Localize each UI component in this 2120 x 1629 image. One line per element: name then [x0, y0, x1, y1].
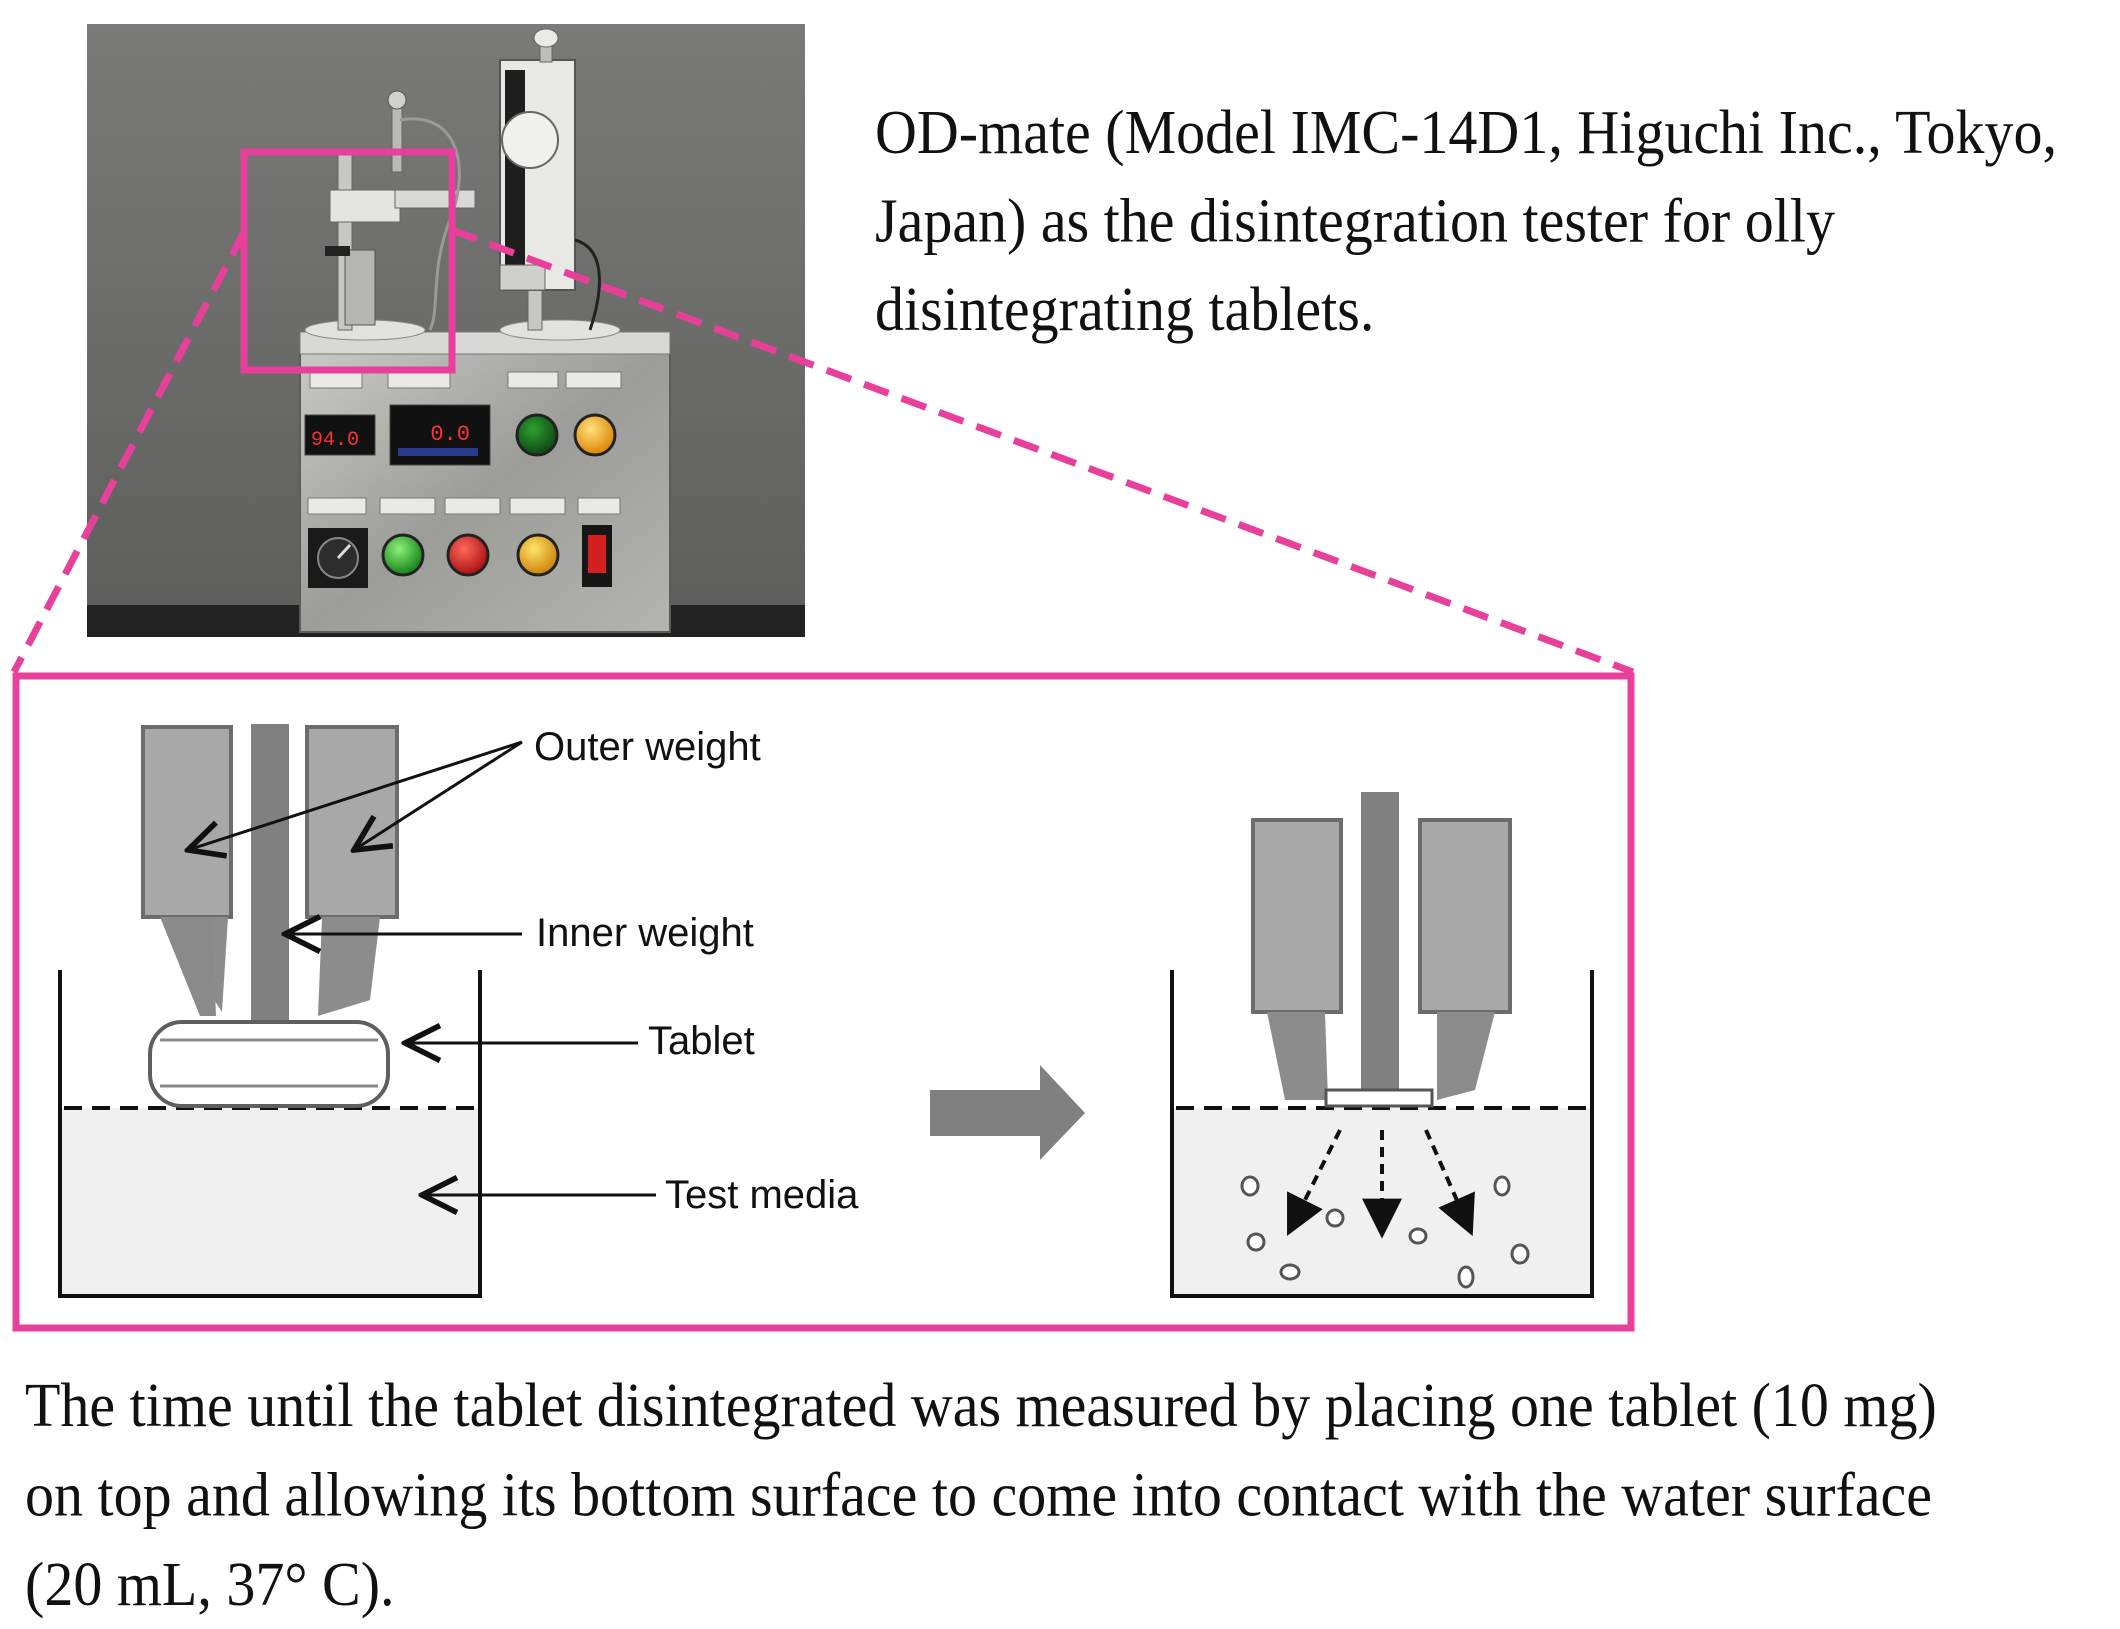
schematic-after — [1170, 792, 1594, 1298]
outer-weight-left — [141, 725, 233, 1016]
speed-display: 94.0 — [304, 414, 376, 456]
tablet-remnant — [1324, 1088, 1434, 1108]
start-button — [381, 533, 425, 577]
power-switch — [582, 525, 612, 587]
photo-highlight-box — [240, 148, 456, 374]
panel-top-labels — [309, 371, 622, 389]
device-caption: OD-mate (Model IMC-14D1, Higuchi Inc., T… — [875, 96, 2058, 344]
transition-arrow — [930, 1065, 1085, 1160]
svg-text:0.0: 0.0 — [430, 422, 470, 447]
schematic-before: Outer weight Inner weight Tablet Test me… — [58, 724, 859, 1298]
inner-weight — [251, 724, 289, 1024]
particles — [1240, 1175, 1530, 1289]
outer-weight-leader-b — [354, 740, 523, 850]
dispersal-arrow-left — [1287, 1129, 1342, 1236]
inner-weight-label: Inner weight — [536, 911, 754, 955]
method-caption-line-3: (20 mL, 37° C). — [25, 1549, 395, 1620]
dispersal-arrow-right — [1424, 1129, 1475, 1237]
outer-weight-right-after — [1418, 818, 1512, 1100]
reset-button — [516, 533, 560, 577]
beaker-right — [1170, 970, 1594, 1298]
tester-photo: 94.0 0.0 — [87, 24, 805, 637]
beaker-left — [58, 970, 482, 1298]
outer-weight-leader-a — [188, 740, 523, 850]
tablet — [148, 1020, 390, 1108]
stop-button — [446, 533, 490, 577]
display-lamp — [573, 413, 617, 457]
panel-bottom-labels — [307, 497, 621, 515]
test-media-label: Test media — [665, 1173, 859, 1217]
outer-weight-left-after — [1251, 818, 1343, 1100]
inner-weight-after — [1361, 792, 1399, 1092]
method-caption-line-2: on top and allowing its bottom surface t… — [25, 1459, 1933, 1530]
svg-text:94.0: 94.0 — [311, 429, 359, 452]
method-caption-line-1: The time until the tablet disintegrated … — [25, 1369, 1937, 1440]
running-lamp — [515, 413, 559, 457]
time-display: 0.0 — [389, 404, 491, 466]
zoom-line-right — [450, 226, 1635, 676]
zoom-line-left — [10, 230, 248, 674]
tablet-label: Tablet — [648, 1019, 755, 1063]
speed-knob — [308, 528, 368, 588]
outer-weight-label: Outer weight — [534, 725, 761, 769]
method-caption: The time until the tablet disintegrated … — [25, 1360, 2105, 1629]
test-media-fill — [60, 1108, 480, 1296]
